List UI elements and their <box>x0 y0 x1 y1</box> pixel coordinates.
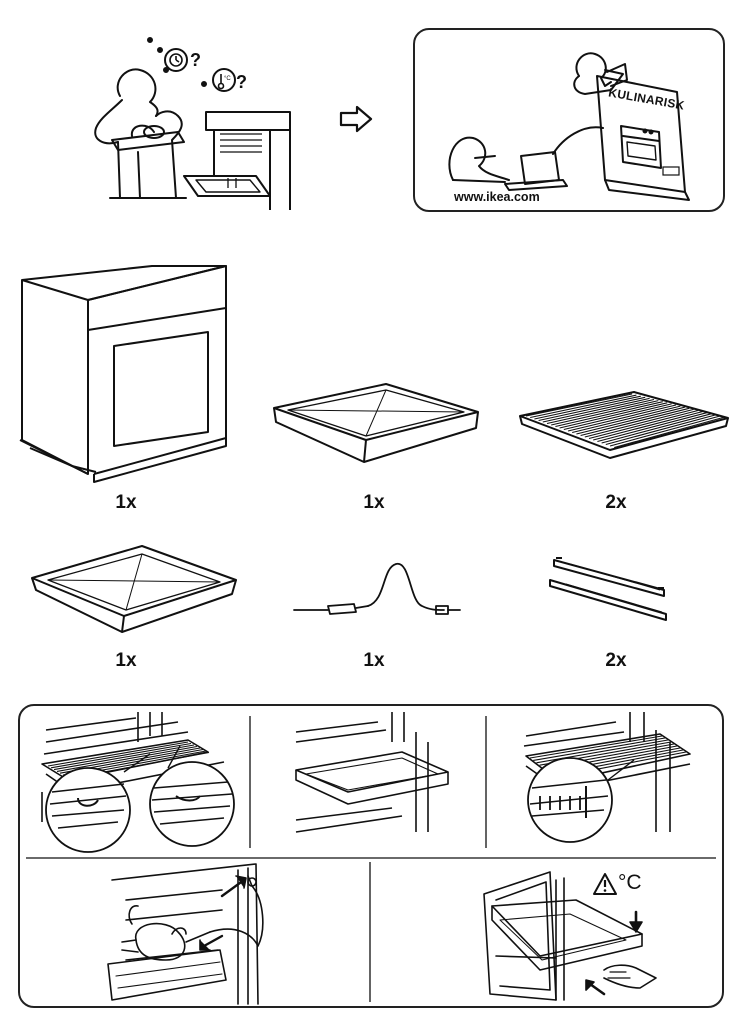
shelf-bar <box>555 401 663 428</box>
question-mark-icon: ? <box>236 72 247 92</box>
warning-triangle-icon <box>593 873 617 895</box>
shelf-bar <box>563 403 672 431</box>
step-insert-shelf <box>41 712 235 853</box>
oven-quantity: 1x <box>115 492 137 513</box>
step-meat-probe <box>107 863 264 1005</box>
telescopic-runners-quantity: 2x <box>605 650 627 671</box>
shelf-bar <box>609 415 721 447</box>
shelf-bar <box>576 406 685 435</box>
shelf-bar <box>593 411 703 441</box>
shelf-bar <box>551 400 659 426</box>
clock-icon <box>169 53 183 67</box>
shelf-bar <box>53 744 195 771</box>
online-manual-illustration <box>448 52 690 201</box>
shelf-bar <box>529 735 663 759</box>
step-insert-tray <box>295 712 449 833</box>
temperature-warning-label: °C <box>618 871 642 894</box>
shelf-bar <box>559 402 668 429</box>
shelf-bar <box>56 745 198 772</box>
shelf-bar <box>525 393 633 417</box>
shallow-tray-quantity: 1x <box>363 492 385 513</box>
shelf-bar <box>597 412 707 443</box>
oven-illustration <box>19 265 227 483</box>
wire-shelf-quantity: 2x <box>605 492 627 513</box>
deep-tray-illustration <box>31 545 237 633</box>
question-mark-icon: ? <box>190 50 201 70</box>
shelf-bar <box>546 398 655 425</box>
ikea-logo <box>662 166 680 176</box>
shelf-bar <box>601 413 712 444</box>
thermometer-icon <box>217 74 225 90</box>
telescopic-runners-illustration <box>549 557 667 621</box>
online-manual-callout <box>413 28 725 212</box>
shelf-bar <box>572 405 681 434</box>
shelf-bar <box>580 407 690 437</box>
shelf-bar <box>47 741 189 767</box>
confused-user-illustration: ? ? °C <box>94 37 291 210</box>
shelf-bar <box>614 416 725 449</box>
meat-probe-illustration <box>293 563 461 615</box>
shelf-bar <box>605 414 716 446</box>
shelf-bar <box>588 409 699 440</box>
shelf-bar <box>530 394 637 419</box>
usage-panel-dividers <box>26 716 716 1002</box>
arrow-right-icon <box>339 105 373 133</box>
wire-shelf-illustration <box>519 391 729 459</box>
shelf-bar <box>50 742 192 769</box>
svg-text:°C: °C <box>224 76 231 82</box>
shallow-tray-illustration <box>273 383 479 463</box>
shelf-bar <box>538 396 646 422</box>
shelf-bar <box>567 404 677 432</box>
website-url[interactable]: www.ikea.com <box>454 190 540 204</box>
step-shelf-on-runners <box>523 712 691 843</box>
shelf-bar <box>542 397 650 423</box>
meat-probe-quantity: 1x <box>363 650 385 671</box>
shelf-bar <box>584 408 694 438</box>
shelf-bar <box>533 737 666 761</box>
deep-tray-quantity: 1x <box>115 650 137 671</box>
shelf-bar <box>534 395 641 420</box>
step-hot-shelf <box>483 871 657 1001</box>
usage-instructions-panel <box>18 704 724 1008</box>
